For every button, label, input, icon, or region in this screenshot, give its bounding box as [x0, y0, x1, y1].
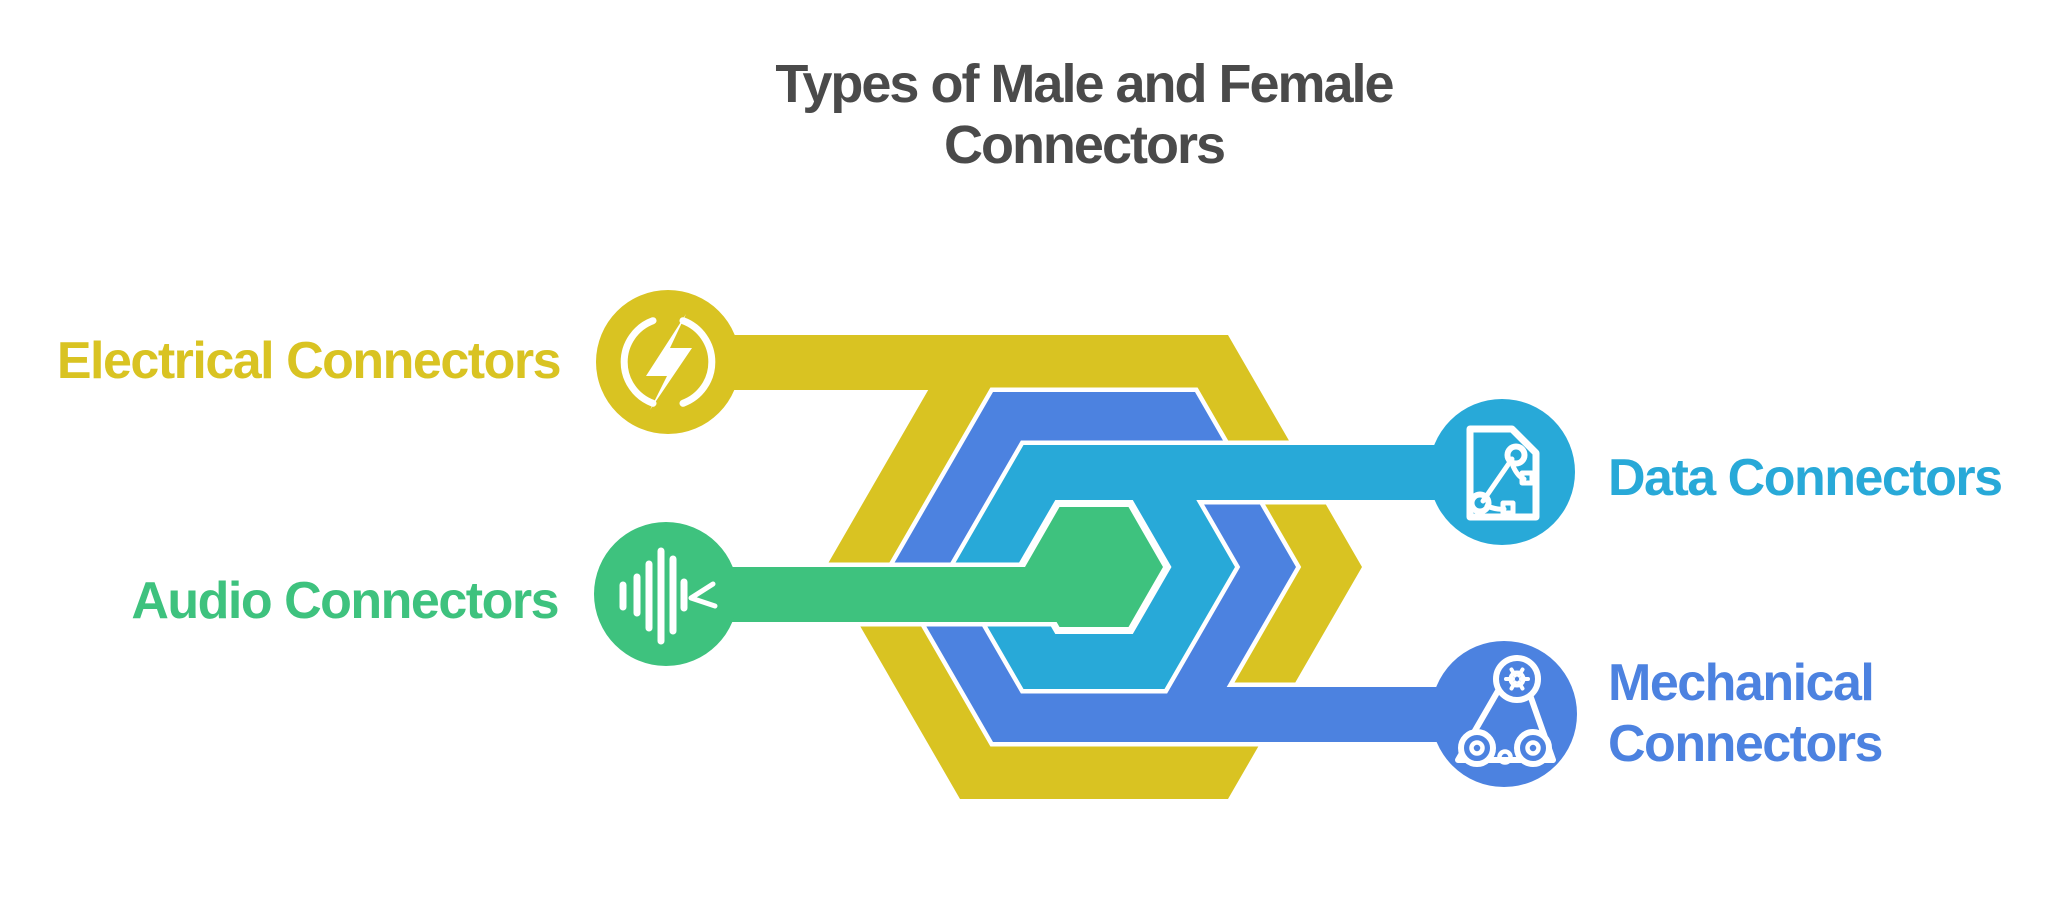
page-title-line2: Connectors	[943, 115, 1226, 175]
belt-pulley-icon	[1455, 655, 1556, 767]
page-title: Types of Male and Female Connectors	[584, 54, 1584, 176]
audio-node-circle	[594, 522, 738, 666]
label-mechanical-connectors: Mechanical Connectors	[1608, 654, 1883, 773]
sound-wave-icon	[619, 547, 718, 645]
label-data-connectors: Data Connectors	[1608, 449, 2003, 507]
page-title-line1: Types of Male and Female	[775, 54, 1394, 114]
label-electrical-connectors: Electrical Connectors	[56, 332, 562, 390]
lightning-bolt-icon	[620, 314, 716, 410]
vector-file-icon	[1466, 425, 1540, 521]
label-audio-connectors: Audio Connectors	[131, 572, 559, 630]
